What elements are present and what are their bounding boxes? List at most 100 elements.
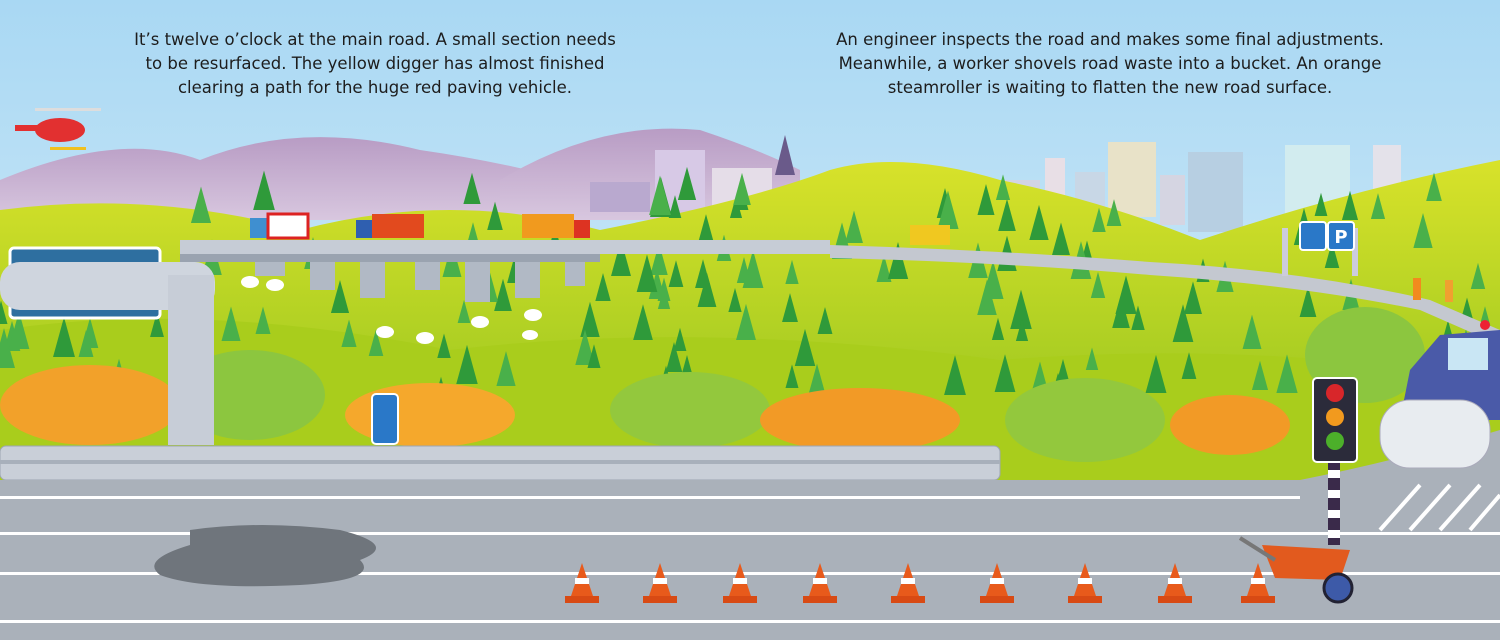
pine-tree	[1181, 352, 1197, 379]
pine-tree	[1115, 275, 1137, 314]
overhead-sign-gantry	[0, 246, 215, 445]
pine-tree	[1413, 212, 1433, 248]
pine-tree	[668, 195, 682, 218]
pine-tree	[697, 272, 717, 307]
pine-tree	[190, 186, 212, 223]
pine-tree	[150, 311, 164, 337]
guardrail	[0, 445, 1001, 481]
traffic-light	[1312, 377, 1358, 545]
pine-tree	[580, 301, 600, 337]
workers	[1413, 278, 1453, 302]
traffic-cone	[1241, 563, 1275, 603]
pine-tree	[1324, 241, 1340, 268]
pine-tree	[463, 172, 481, 204]
pine-tree	[1470, 262, 1486, 289]
pine-tree	[944, 355, 966, 395]
pine-tree	[0, 328, 15, 368]
pine-tree	[845, 210, 863, 243]
pine-tree	[1426, 172, 1442, 201]
traffic-cone	[1158, 563, 1192, 603]
pine-tree	[665, 342, 683, 372]
caption-right-line-1: An engineer inspects the road and makes …	[836, 30, 1384, 49]
pine-tree	[650, 243, 668, 275]
pine-tree	[255, 306, 271, 334]
pine-tree	[1090, 271, 1106, 298]
caption-right-line-2: Meanwhile, a worker shovels road waste i…	[838, 54, 1382, 73]
pine-tree	[1184, 281, 1202, 314]
pine-tree	[611, 239, 631, 276]
pine-tree	[736, 303, 756, 340]
pine-tree	[807, 363, 827, 397]
traffic-cones	[565, 563, 1275, 603]
sheep	[241, 276, 542, 344]
traffic-cone	[803, 563, 837, 603]
pine-tree	[728, 287, 742, 312]
pine-tree	[341, 319, 357, 347]
road	[0, 430, 1500, 640]
wheelbarrow	[1238, 536, 1354, 604]
pine-tree	[1106, 199, 1122, 226]
pothole-patch	[154, 525, 376, 587]
pine-tree	[977, 184, 995, 215]
pine-tree	[1370, 193, 1386, 219]
pine-tree	[221, 306, 241, 341]
caption-left-line-1: It’s twelve o’clock at the main road. A …	[134, 30, 616, 49]
pine-tree	[1052, 222, 1070, 255]
caption-left-line-3: clearing a path for the huge red paving …	[177, 78, 573, 97]
pine-tree	[1341, 190, 1359, 220]
pine-tree	[437, 333, 451, 358]
traffic-cone	[723, 563, 757, 603]
pine-tree	[733, 172, 751, 205]
pine-tree	[494, 278, 512, 311]
pine-tree	[487, 201, 503, 230]
pine-tree	[1145, 354, 1167, 393]
pine-tree	[53, 317, 75, 357]
pine-tree	[998, 198, 1016, 231]
pine-tree	[1251, 360, 1269, 390]
pine-tree	[1314, 192, 1328, 216]
keep-left-sign	[371, 393, 399, 445]
pine-tree	[991, 317, 1005, 340]
pine-tree	[1242, 314, 1262, 349]
pine-tree	[1131, 305, 1145, 330]
pine-tree	[677, 166, 697, 200]
pine-tree	[977, 279, 997, 315]
pine-tree	[649, 175, 671, 215]
traffic-cone	[643, 563, 677, 603]
pine-tree	[496, 351, 516, 386]
pine-tree	[1092, 207, 1106, 232]
traffic-cone	[980, 563, 1014, 603]
pine-tree	[253, 170, 275, 210]
pine-tree	[636, 254, 658, 292]
pine-tree	[330, 280, 350, 313]
steamroller	[1379, 320, 1500, 469]
pine-tree	[0, 300, 8, 324]
caption-right-line-3: steamroller is waiting to flatten the ne…	[887, 78, 1333, 97]
pine-tree	[696, 214, 716, 247]
pine-tree	[794, 328, 816, 366]
overpass-bridge	[180, 240, 1500, 345]
pine-tree	[729, 195, 743, 218]
pine-tree	[736, 256, 752, 283]
pine-tree	[785, 364, 799, 388]
traffic-cone	[891, 563, 925, 603]
direction-parking-gantry: P	[1282, 221, 1358, 276]
pine-tree	[1172, 304, 1194, 342]
pine-tree	[887, 242, 909, 279]
pine-tree	[785, 259, 799, 284]
pine-tree	[817, 306, 833, 334]
pine-tree	[587, 344, 601, 368]
city-buildings	[590, 135, 1401, 232]
pine-tree	[8, 311, 30, 349]
caption-right: An engineer inspects the road and makes …	[830, 28, 1390, 100]
pine-tree	[995, 174, 1011, 200]
pine-tree	[575, 329, 595, 365]
pine-trees	[0, 166, 1492, 399]
pine-tree	[595, 273, 611, 301]
pine-tree	[1015, 318, 1029, 341]
pine-tree	[1276, 354, 1298, 393]
pine-tree	[657, 286, 671, 309]
trucks-on-bridge	[250, 212, 950, 245]
pine-tree	[782, 293, 798, 322]
